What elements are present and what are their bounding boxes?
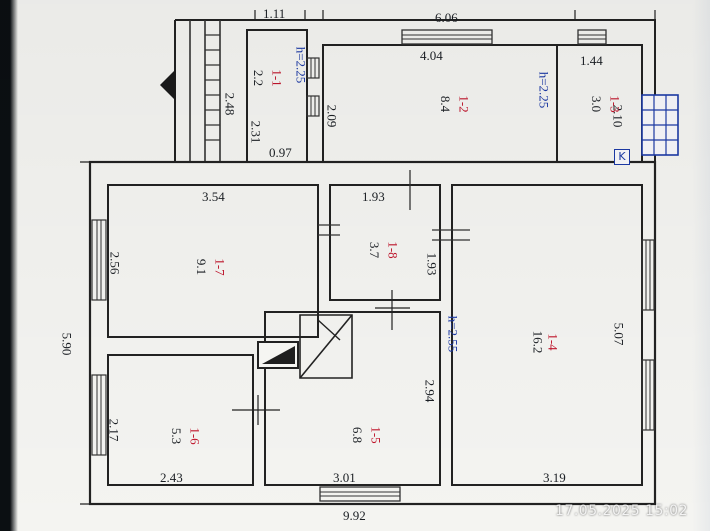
room-1-5-id: 1-5	[368, 426, 384, 444]
dim-2-56: 2.56	[107, 251, 123, 275]
dim-0-97: 0.97	[269, 145, 292, 160]
room-1-2-area: 8.4	[438, 95, 454, 113]
dim-1-44: 1.44	[580, 53, 603, 68]
dim-1-93-side: 1.93	[424, 252, 440, 276]
dim-6-06: 6.06	[435, 10, 458, 25]
dim-2-43: 2.43	[160, 470, 183, 485]
dim-3-19: 3.19	[543, 470, 566, 485]
room-1-5-area: 6.8	[350, 426, 366, 444]
room-1-6-area: 5.3	[169, 427, 185, 445]
height-label-2: h=2.25	[536, 71, 552, 109]
dim-2-17: 2.17	[106, 418, 122, 442]
dim-2-31: 2.31	[248, 120, 264, 144]
room-1-7-id: 1-7	[212, 258, 228, 276]
dim-3-54: 3.54	[202, 189, 225, 204]
room-1-6-id: 1-6	[187, 427, 203, 445]
room-1-4-id: 1-4	[545, 333, 561, 351]
room-1-1-area: 2.2	[251, 69, 267, 87]
room-1-3-area: 3.0	[589, 95, 605, 113]
dim-4-04: 4.04	[420, 48, 443, 63]
room-1-1-id: 1-1	[269, 69, 285, 87]
dim-2-09: 2.09	[324, 104, 340, 128]
room-1-7-area: 9.1	[194, 258, 210, 276]
dim-1-11: 1.11	[263, 6, 286, 21]
k-marker: K	[614, 149, 630, 165]
room-1-8-area: 3.7	[367, 241, 383, 259]
dim-5-07: 5.07	[611, 322, 627, 346]
room-1-4-area: 16.2	[530, 330, 546, 354]
timestamp-overlay: 17.05.2025 15:02	[555, 503, 688, 519]
room-1-3-id: 1-3	[607, 95, 623, 113]
dim-3-01: 3.01	[333, 470, 356, 485]
dim-9-92: 9.92	[343, 508, 366, 523]
dim-5-90: 5.90	[59, 332, 75, 356]
room-1-8-id: 1-8	[385, 241, 401, 259]
height-label-3: h=2.55	[445, 315, 461, 353]
room-1-2-id: 1-2	[456, 95, 472, 113]
dim-2-48: 2.48	[222, 92, 238, 116]
dim-1-93-top: 1.93	[362, 189, 385, 204]
dim-2-94: 2.94	[422, 379, 438, 403]
height-label-1: h=2.25	[293, 46, 309, 84]
